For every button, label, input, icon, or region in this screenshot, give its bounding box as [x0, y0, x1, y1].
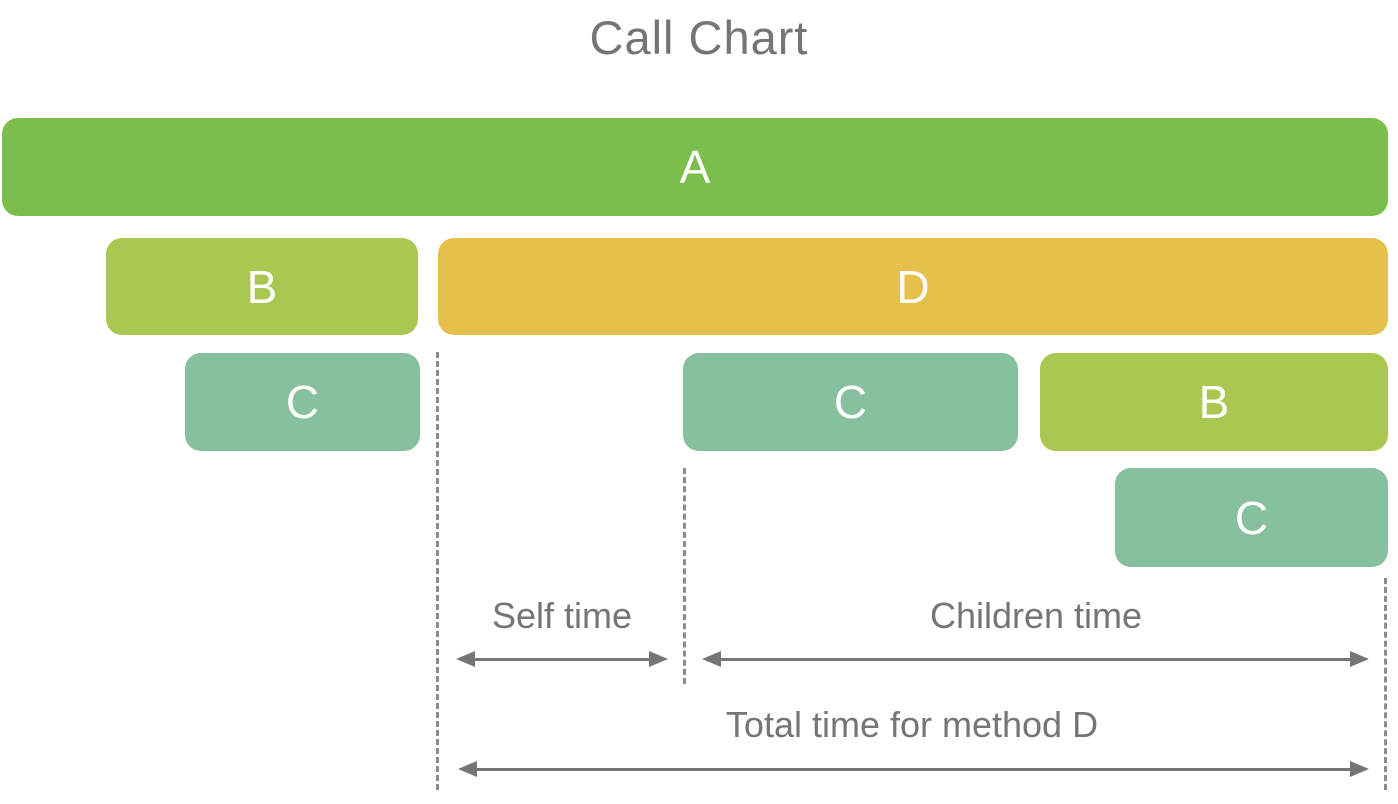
call-bar-d-label: D [896, 260, 930, 313]
dashed-line-d-start [436, 352, 439, 790]
call-bar-a-label: A [679, 141, 711, 193]
arrowhead-left-icon [702, 651, 721, 667]
arrow-shaft [477, 767, 1350, 771]
call-bar-c2-label: C [833, 376, 868, 428]
arrowhead-left-icon [456, 651, 475, 667]
arrowhead-right-icon [649, 651, 668, 667]
arrow-shaft [721, 657, 1350, 661]
call-bar-c1-label: C [285, 376, 320, 428]
call-bar-d: D [438, 238, 1388, 335]
call-bar-b2-label: B [1198, 376, 1230, 428]
call-bar-b2: B [1040, 353, 1388, 451]
call-bar-c2: C [683, 353, 1018, 451]
call-bar-b1: B [106, 238, 418, 335]
call-bar-c3-label: C [1234, 491, 1269, 544]
total-time-label: Total time for method D [725, 704, 1099, 745]
call-bar-a: A [2, 118, 1388, 216]
dashed-line-d-end [1384, 578, 1387, 790]
arrowhead-left-icon [458, 761, 477, 777]
arrowhead-right-icon [1350, 761, 1369, 777]
call-bar-c1: C [185, 353, 420, 451]
arrowhead-right-icon [1350, 651, 1369, 667]
dashed-line-children-start [683, 468, 686, 684]
self-time-arrow [456, 651, 668, 667]
children-time-label: Children time [929, 595, 1143, 636]
call-bar-c3: C [1115, 468, 1388, 567]
arrow-shaft [475, 657, 649, 661]
total-time-arrow [458, 761, 1369, 777]
self-time-label: Self time [491, 595, 633, 636]
chart-title: Call Chart [589, 11, 809, 64]
call-bar-b1-label: B [246, 260, 278, 313]
children-time-arrow [702, 651, 1369, 667]
